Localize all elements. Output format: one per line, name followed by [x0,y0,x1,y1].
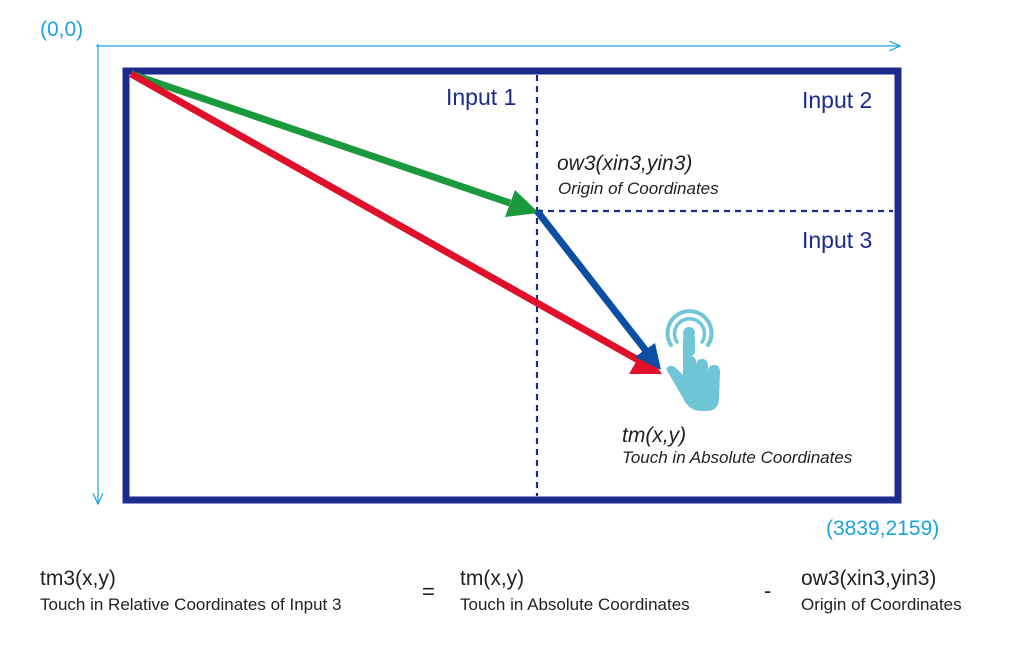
formula-minus: - [764,578,772,603]
touch-point-desc: Touch in Absolute Coordinates [622,448,853,467]
input-2-label: Input 2 [802,87,873,113]
formula-term3-main: ow3(xin3,yin3) [801,567,937,590]
formula-term3-sub: Origin of Coordinates [801,595,962,614]
input-3-label: Input 3 [802,227,873,253]
screen-frame [122,67,902,504]
blue-arrow-shaft [534,208,650,355]
formula-term2-sub: Touch in Absolute Coordinates [460,595,690,614]
origin-point-desc: Origin of Coordinates [558,179,719,198]
origin-point-name: ow3(xin3,yin3) [557,152,693,175]
formula-equals: = [422,579,435,604]
formula-term1-main: tm3(x,y) [40,567,116,590]
touch-point-name: tm(x,y) [622,424,687,447]
formula-term1-sub: Touch in Relative Coordinates of Input 3 [40,595,342,614]
input-1-label: Input 1 [446,84,517,110]
blue-arrow-head [635,343,661,370]
touch-hand-icon [665,309,720,411]
green-arrow-shaft [129,70,512,207]
formula-term2-main: tm(x,y) [460,567,525,590]
max-coordinate-label: (3839,2159) [826,517,940,540]
origin-label: (0,0) [40,18,84,41]
green-arrow-head [505,190,539,217]
red-arrow-shaft [129,70,642,365]
